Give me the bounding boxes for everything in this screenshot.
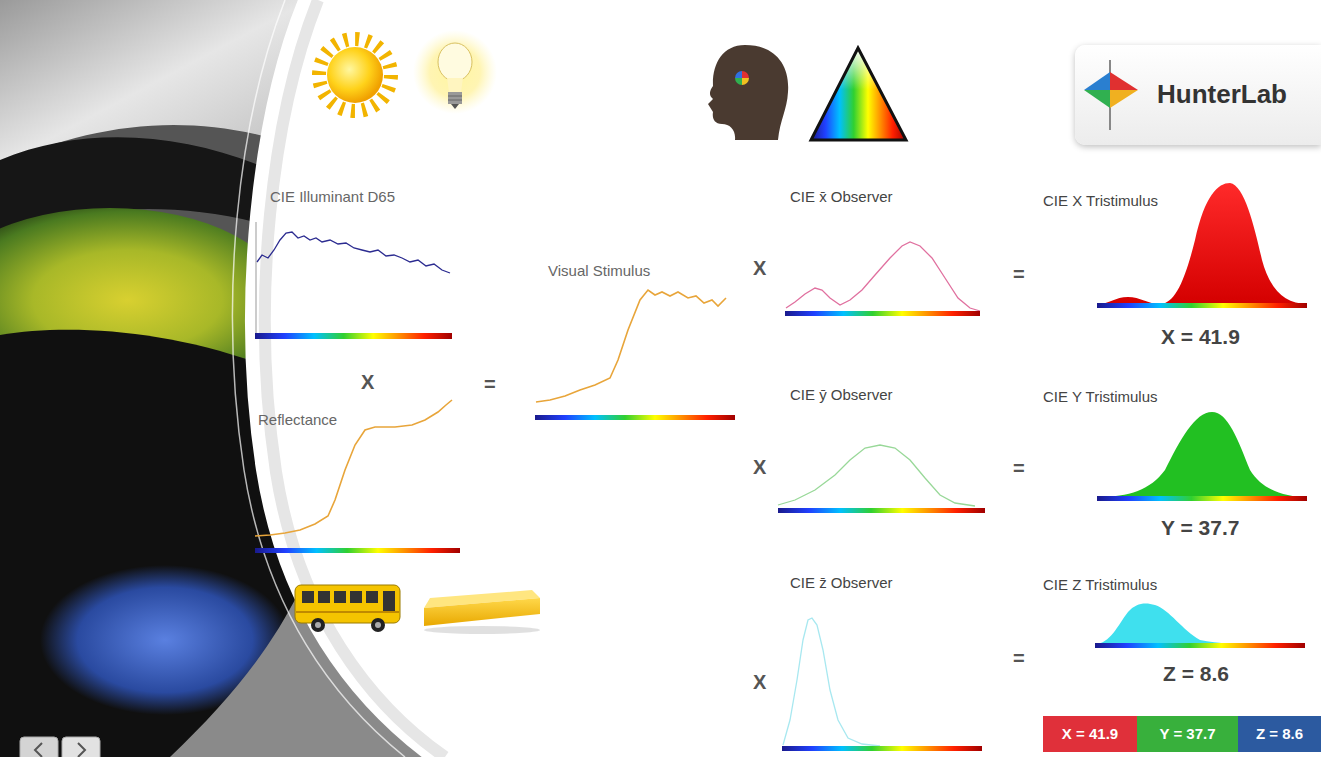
node-text: X = 41.9 [1062, 725, 1118, 743]
chart-title: Reflectance [258, 411, 337, 429]
chart-title: CIE Z Tristimulus [1043, 576, 1157, 594]
chart-title: CIE Y Tristimulus [1043, 388, 1157, 406]
chart-title: CIE Illuminant D65 [270, 188, 395, 206]
operator: X [753, 256, 766, 280]
chart-title: CIE X Tristimulus [1043, 192, 1158, 210]
operator: = [1013, 646, 1025, 670]
operator: = [1013, 262, 1025, 286]
node-text: Y = 37.7 [1159, 725, 1215, 743]
operator: = [484, 372, 496, 396]
value-box: X = 41.9 [1043, 716, 1137, 752]
operator: = [1013, 456, 1025, 480]
logo-box: HunterLab [1075, 45, 1321, 145]
tristimulus-value: Z = 8.6 [1163, 661, 1229, 686]
node-text: Z = 8.6 [1256, 725, 1303, 743]
tristimulus-value: Y = 37.7 [1161, 515, 1239, 540]
chart-title: Visual Stimulus [548, 262, 650, 280]
chart-title: CIE ȳ Observer [790, 386, 893, 404]
operator: X [361, 370, 374, 394]
chart-title: CIE z̄ Observer [790, 574, 893, 592]
operator: X [753, 670, 766, 694]
chart-title: CIE x̄ Observer [790, 188, 893, 206]
value-box: Y = 37.7 [1137, 716, 1238, 752]
tristimulus-value: X = 41.9 [1161, 324, 1240, 349]
operator: X [753, 455, 766, 479]
node-text: HunterLab [1157, 79, 1287, 110]
value-box: Z = 8.6 [1238, 716, 1321, 752]
